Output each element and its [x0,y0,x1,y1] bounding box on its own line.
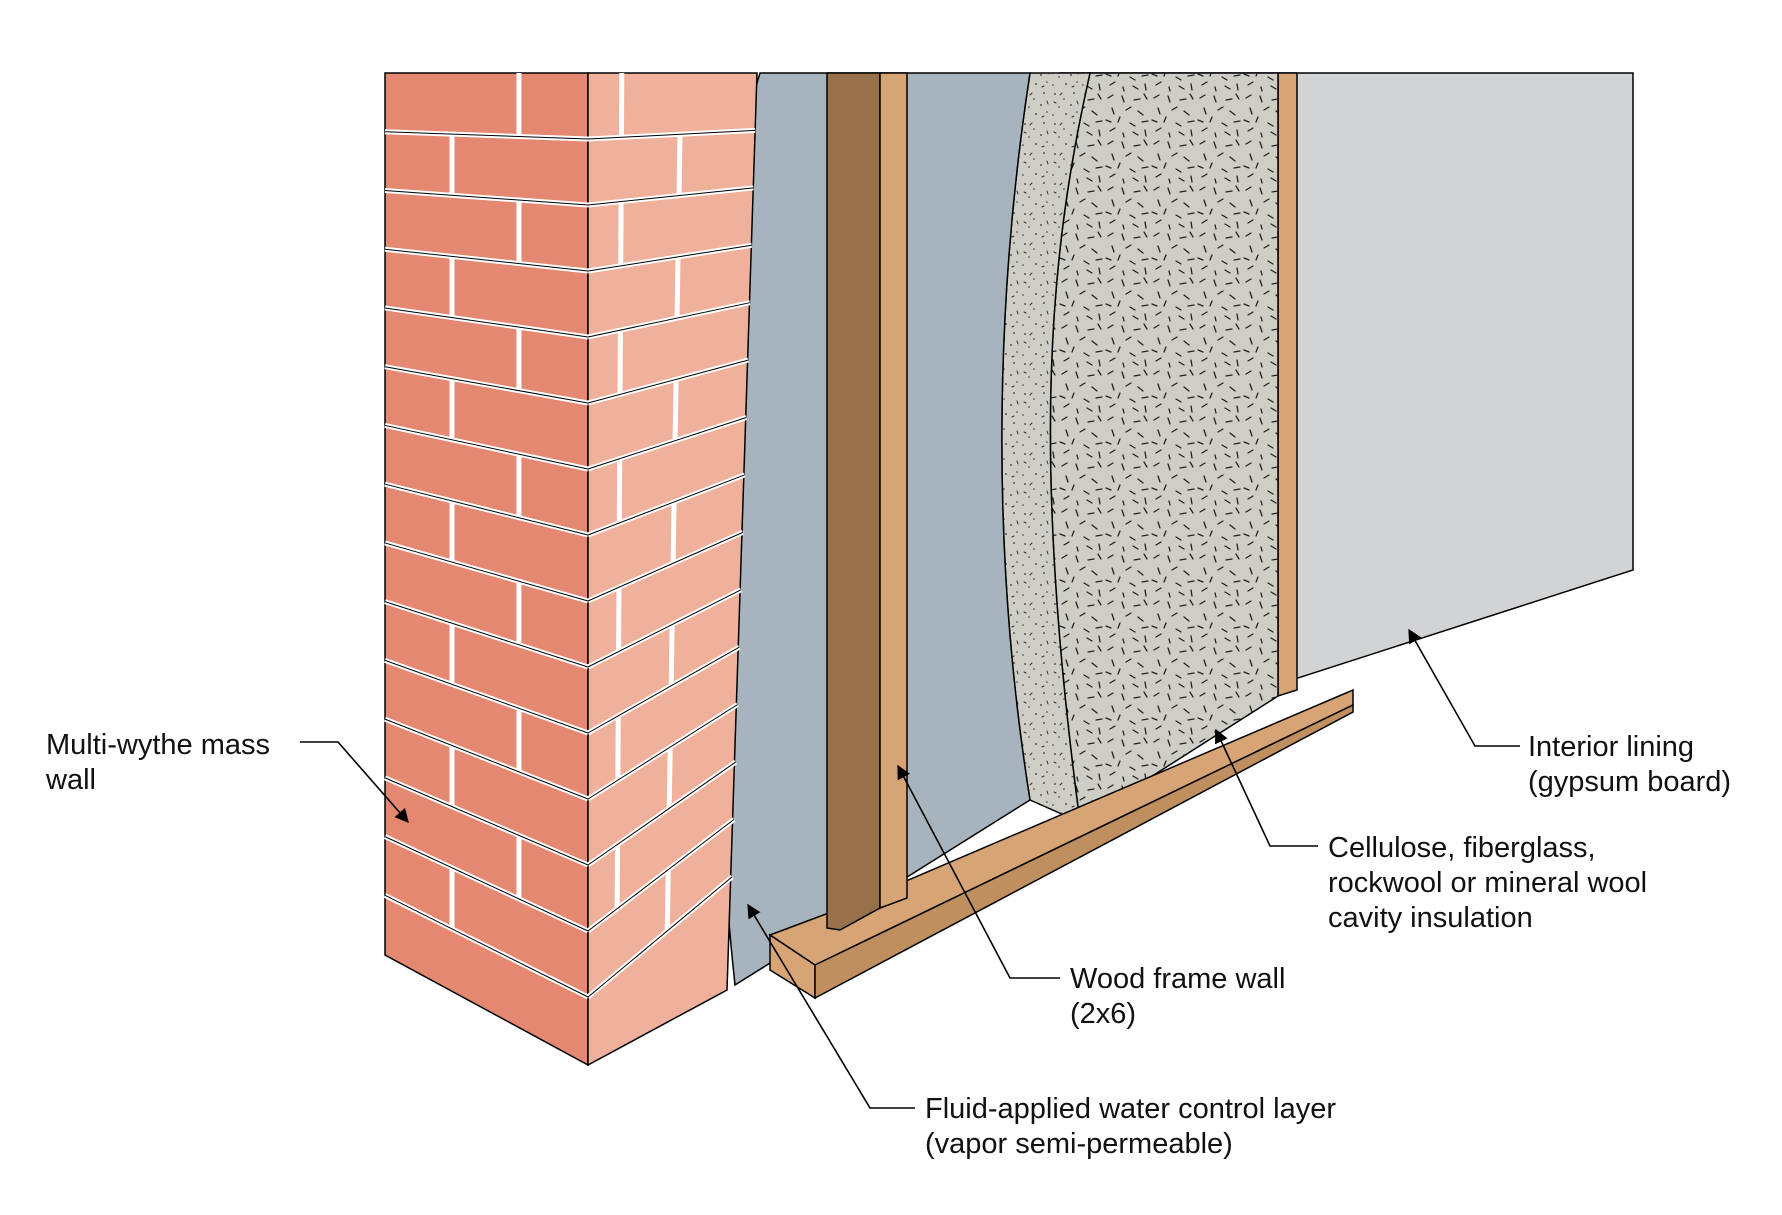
brick-side-bed-joint-edge [587,646,740,734]
label-interior-lining: Interior lining (gypsum board) [1528,731,1731,798]
label-cavity-insulation-line2: rockwool or mineral wool [1328,867,1647,899]
label-wood-frame-line2: (2x6) [1070,998,1136,1030]
brick-side-bed-joint-edge [587,417,747,470]
front-stud-face [826,72,881,931]
brick-side-bed-joint-edge [587,876,733,998]
brick-side-bed-joint-edge [587,704,738,800]
brick-side-bed-joint-edge [587,129,756,140]
label-wood-frame-line1: Wood frame wall [1070,963,1285,995]
brick-side-head-joint [670,501,677,564]
brick-side-bed-joint-edge [587,302,750,338]
label-water-control: Fluid-applied water control layer (vapor… [925,1093,1344,1160]
brick-bed-joint-edge [384,248,589,272]
label-mass-wall-line1: Multi-wythe mass [46,729,270,761]
brick-side-bed-joint-edge [587,761,736,866]
label-cavity-insulation-line3: cavity insulation [1328,902,1533,934]
brick-bed-joint-edge [384,777,589,866]
leader-wood-frame [897,764,1060,979]
leader-cavity-insulation [1214,728,1318,847]
brick-bed-joint-edge [384,542,589,602]
label-cavity-insulation-line1: Cellulose, fiberglass, [1328,832,1596,864]
brick-side-head-joint [672,379,679,441]
brick-bed-joint-edge [384,718,589,800]
brick-bed-joint-edge [384,483,589,536]
brick-side-bed-joint-edge [587,589,742,668]
mass-wall [383,72,758,1067]
brick-bed-joint-edge [384,659,589,734]
brick-side-bed-joint-edge [587,187,754,206]
leader-lines [300,628,1520,1109]
brick-bed-joint-edge [384,424,589,470]
front-stud-side [879,72,908,910]
brick-side-head-joint [674,256,681,319]
brick-side-bed-joint-edge [587,474,745,536]
leader-mass-wall [300,741,409,824]
label-water-control-line1: Fluid-applied water control layer [925,1093,1336,1125]
brick-side-bed-joint-edge [587,359,749,404]
brick-bed-joint-edge [384,836,589,932]
brick-bed-joint-edge [384,601,589,668]
brick-side-head-joint [666,747,673,809]
brick-bed-joint-edge [384,131,589,140]
brick-side-bed-joint-edge [587,244,752,272]
bottom-plate-front [814,703,1354,1000]
brick-bed-joint-edge [384,366,589,404]
brick-bed-joint-edge [384,307,589,338]
leader-interior-lining [1408,628,1520,747]
label-water-control-line2: (vapor semi-permeable) [925,1128,1233,1160]
label-mass-wall: Multi-wythe mass wall [45,729,278,796]
leader-water-control [747,903,915,1109]
label-cavity-insulation: Cellulose, fiberglass, rockwool or miner… [1328,832,1655,934]
brick-bed-joint-edge [384,189,589,206]
label-mass-wall-line2: wall [45,764,96,796]
brick-side-head-joint [676,134,683,196]
label-interior-lining-line2: (gypsum board) [1528,766,1731,798]
brick-side-head-joint [664,869,671,931]
label-wood-frame: Wood frame wall (2x6) [1070,963,1294,1030]
brick-bed-joint-edge [384,894,589,998]
rear-stud [1277,72,1298,698]
brick-side-head-joint [668,624,675,686]
label-interior-lining-line1: Interior lining [1528,731,1694,763]
brick-side-bed-joint-edge [587,819,735,932]
brick-side-bed-joint-edge [587,531,743,602]
brick-side-face [587,72,758,1067]
